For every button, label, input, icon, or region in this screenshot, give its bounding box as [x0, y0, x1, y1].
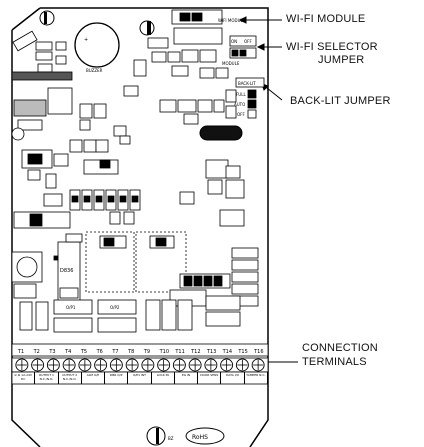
terminal-ids: T1 T2 T3 T4 T5 T6 T7 T8 T9 T10 T11 T12 T13 T14 T15 T16: [17, 349, 264, 355]
terminal-id: T1: [17, 349, 24, 355]
terminal-group-label: O/P1 INT: [128, 372, 152, 384]
terminal-id: T13: [206, 349, 216, 355]
label-wifi-module: WI-FI MODULE: [286, 13, 366, 25]
label-wifi-selector: WI-FI SELECTOR: [286, 41, 378, 53]
callout-lines: [238, 16, 298, 363]
crystal: [199, 125, 243, 141]
terminal-group-label: TAMPER N.C.: [245, 372, 268, 384]
svg-text:MODULE: MODULE: [222, 61, 240, 66]
svg-text:RoHS: RoHS: [192, 434, 208, 441]
terminal-group-label: DBR O/P: [105, 372, 129, 384]
svg-text:O/P1: O/P1: [66, 305, 76, 310]
svg-text:WIFI MODULE: WIFI MODULE: [218, 18, 246, 23]
svg-text:BACK-LIT: BACK-LIT: [238, 81, 256, 86]
terminal-group-label: OUTPUT 1 N.C./N.O.: [35, 372, 59, 384]
terminal-id: T11: [174, 349, 184, 355]
resistor-row: [69, 189, 141, 225]
terminal-id: T14: [222, 349, 232, 355]
terminal-id: T16: [253, 349, 263, 355]
component-cluster-middle: [113, 99, 245, 227]
component-cluster-top-left: [11, 30, 73, 81]
terminal-id: T2: [33, 349, 40, 355]
terminal-group-label: ALM O/P: [82, 372, 106, 384]
terminal-group-label: DOOR SENS: [198, 372, 222, 384]
terminal-id: T4: [64, 349, 71, 355]
svg-text:O/P2: O/P2: [110, 305, 120, 310]
ic-d836: D836: [53, 241, 81, 305]
svg-text:+: +: [84, 37, 88, 43]
label-connection: CONNECTION: [302, 342, 378, 354]
backlit-jumper: BACK-LIT FULL AUTO OFF: [225, 77, 265, 119]
terminal-id: T6: [96, 349, 103, 355]
rohs-mark: [185, 427, 225, 445]
label-terminals: TERMINALS: [302, 356, 367, 368]
terminal-group-label: LOCK IN: [152, 372, 175, 384]
terminal-group-label: ⊖ ⊕ 12-24V DC: [12, 372, 36, 384]
buzzer: [74, 22, 120, 68]
terminal-id: T15: [237, 349, 247, 355]
terminal-id: T5: [80, 349, 87, 355]
output-blocks: O/P1 O/P2: [13, 283, 193, 333]
relays: [11, 231, 187, 293]
wifi-module-header: WIFI MODULE ON OFF MODULE: [123, 9, 257, 97]
svg-text:BZ: BZ: [168, 436, 174, 441]
buzzer-silk-label: BUZZER: [86, 68, 103, 73]
terminal-id: T8: [127, 349, 134, 355]
terminal-id: T10: [159, 349, 169, 355]
label-wifi-selector-2: JUMPER: [318, 54, 365, 66]
terminal-id: T7: [111, 349, 118, 355]
board-outline: [11, 7, 269, 447]
label-backlit-jumper: BACK-LIT JUMPER: [290, 95, 391, 107]
terminal-id: T3: [48, 349, 55, 355]
svg-text:FULL: FULL: [236, 92, 246, 97]
svg-text:AUTO: AUTO: [234, 102, 245, 107]
wifi-jumper-on: ON: [231, 39, 237, 44]
terminal-block: [11, 343, 269, 385]
terminal-group-label: OUTPUT 2 N.C./N.O.: [59, 372, 82, 384]
terminal-id: T12: [190, 349, 200, 355]
terminal-group-label: DATA I/O: [221, 372, 245, 384]
wifi-jumper-off: OFF: [244, 39, 252, 44]
terminal-id: T9: [143, 349, 150, 355]
svg-text:OFF: OFF: [237, 112, 245, 117]
terminal-group-label: EG IN: [175, 372, 199, 384]
terminal-screws: [15, 358, 265, 372]
component-cluster-left: [11, 87, 119, 229]
svg-text:D836: D836: [60, 268, 73, 274]
